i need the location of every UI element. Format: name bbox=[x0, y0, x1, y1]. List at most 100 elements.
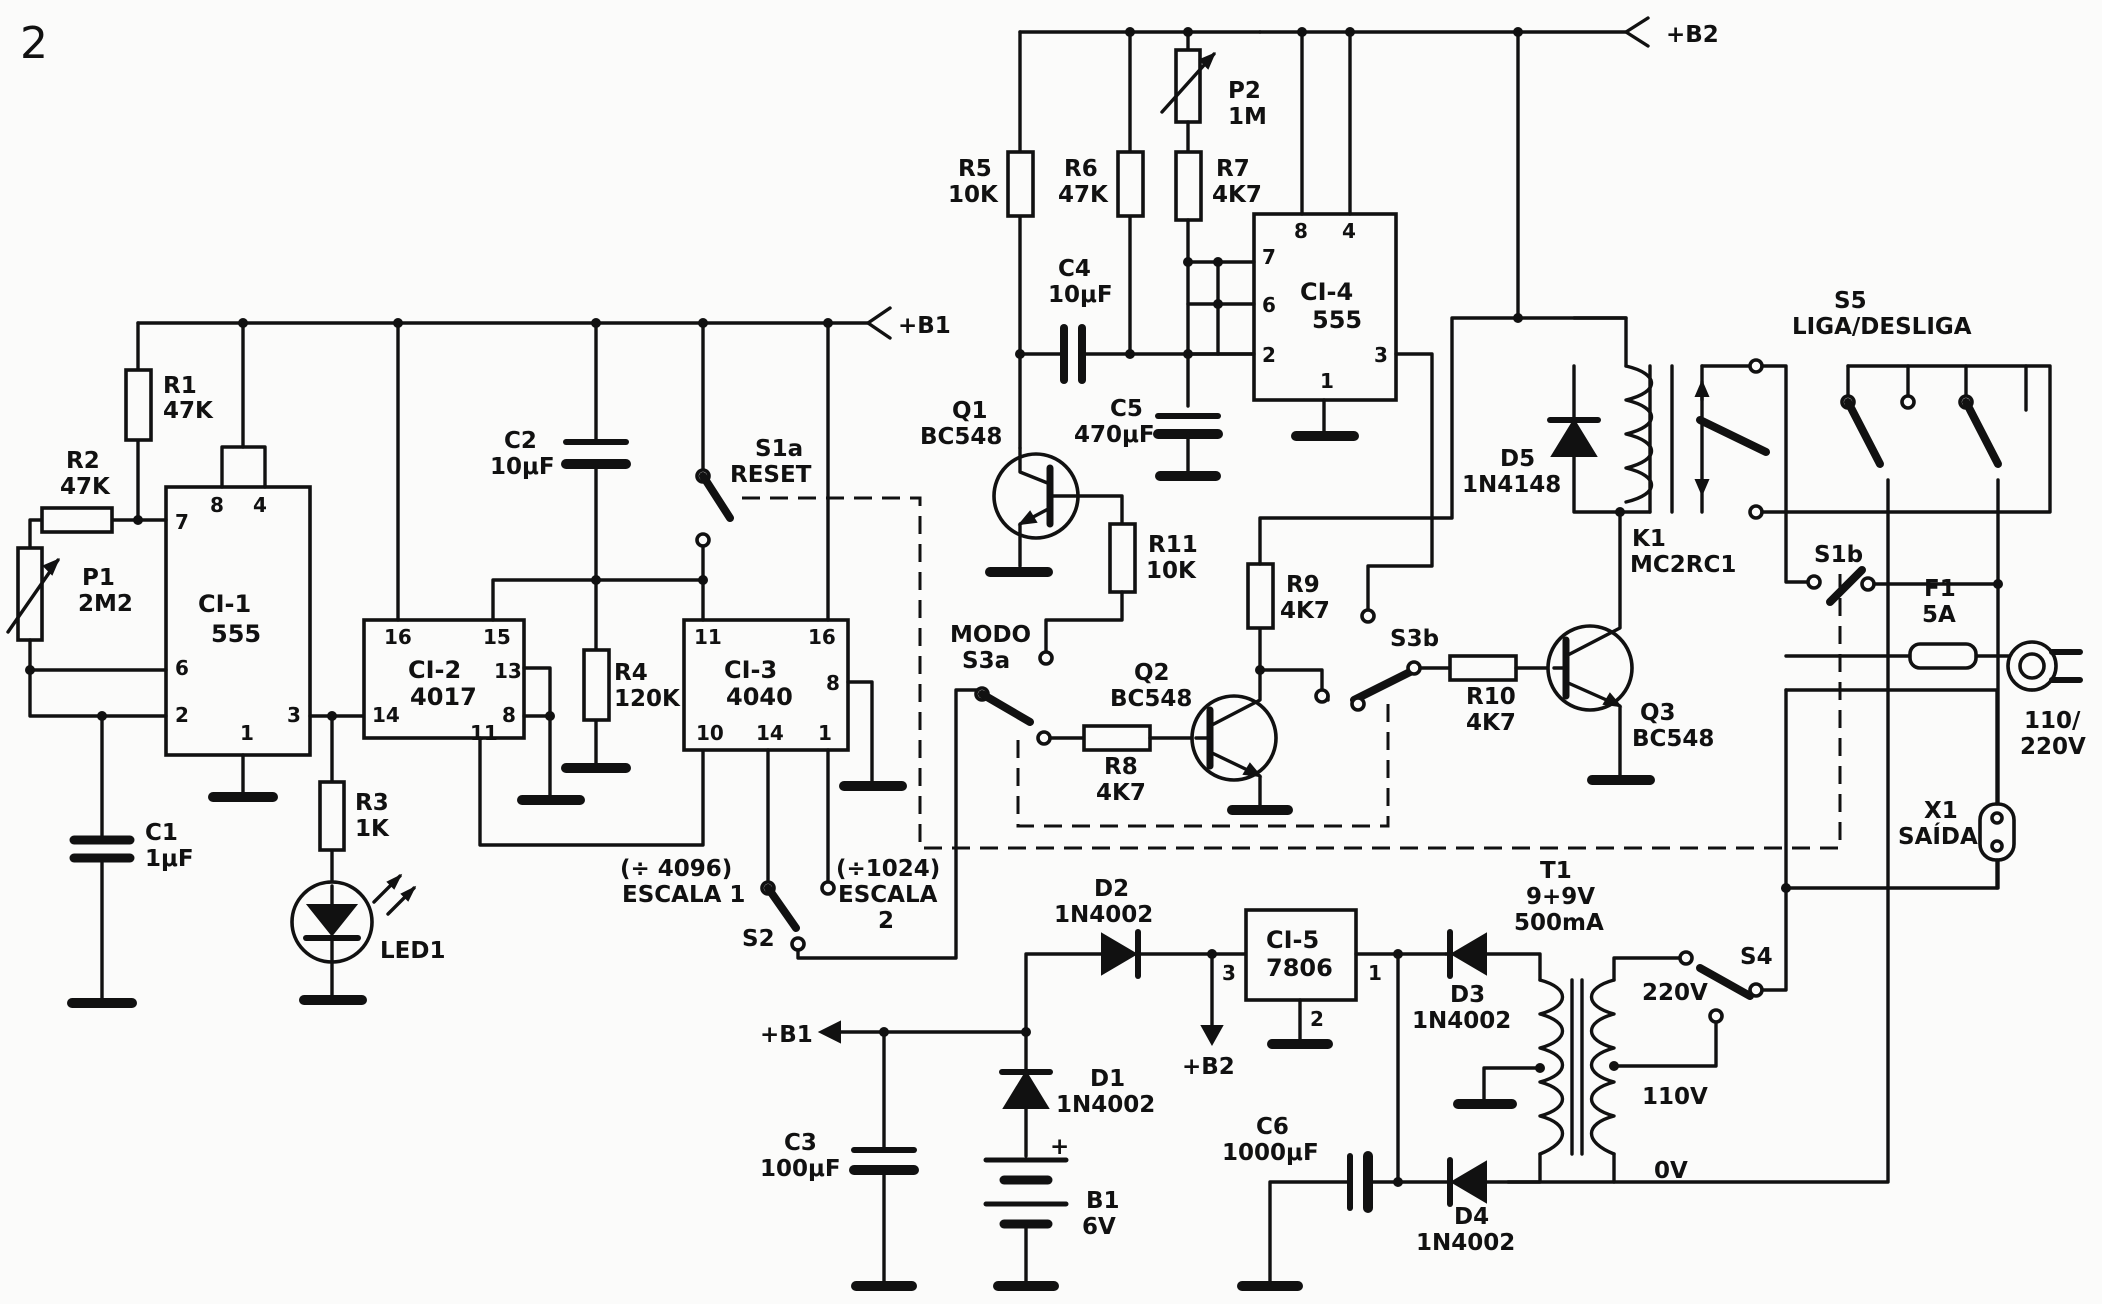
led1-ref: LED1 bbox=[380, 938, 445, 964]
r5-ref: R5 bbox=[958, 156, 992, 182]
p1-value: 2M2 bbox=[78, 591, 133, 617]
r1-value: 47K bbox=[163, 398, 214, 424]
r5-resistor: R5 10K bbox=[948, 30, 1035, 450]
b2-rail-label: +B2 bbox=[1666, 22, 1719, 48]
r2-ref: R2 bbox=[66, 448, 100, 474]
ci5-pin-1: 1 bbox=[1368, 961, 1382, 985]
t1-rating: 9+9V bbox=[1526, 884, 1595, 910]
ci5-pin-3: 3 bbox=[1222, 961, 1236, 985]
c6-capacitor: C6 1000μF bbox=[1222, 952, 1403, 1291]
r1-resistor: R1 47K bbox=[124, 321, 214, 525]
b2-supply-label: +B2 bbox=[1182, 1054, 1235, 1080]
mains-voltage: 220V bbox=[2020, 734, 2086, 760]
q2-ref: Q2 bbox=[1134, 660, 1170, 686]
r10-resistor: R10 4K7 bbox=[1448, 654, 1556, 736]
b1-supply-output: +B1 bbox=[760, 1020, 1031, 1048]
figure-number: 2 bbox=[20, 18, 48, 69]
s3b-switch: S3b bbox=[1314, 626, 1452, 712]
k1-ref: K1 bbox=[1632, 526, 1666, 552]
c2-capacitor: C2 10μF bbox=[490, 321, 631, 582]
c6-ref: C6 bbox=[1256, 1114, 1289, 1140]
x1-name: SAÍDA bbox=[1898, 822, 1978, 850]
r3-ref: R3 bbox=[355, 790, 389, 816]
ci1-pin-1: 1 bbox=[240, 721, 254, 745]
s4-110v-label: 110V bbox=[1642, 1084, 1708, 1110]
s1b-ref: S1b bbox=[1814, 542, 1863, 568]
ci5-regulator: CI-5 7806 3 1 2 bbox=[1222, 908, 1448, 1049]
ci1-pin-2: 2 bbox=[175, 703, 189, 727]
t1-current: 500mA bbox=[1514, 910, 1604, 936]
c2-ref: C2 bbox=[504, 428, 537, 454]
r5-value: 10K bbox=[948, 182, 999, 208]
s1b-switch: S1b bbox=[1784, 510, 2003, 606]
p2-value: 1M bbox=[1228, 104, 1267, 130]
s4-ref: S4 bbox=[1740, 944, 1773, 970]
r10-ref: R10 bbox=[1466, 684, 1516, 710]
ci1-pin-8: 8 bbox=[210, 493, 224, 517]
c3-capacitor: C3 100μF bbox=[760, 1030, 919, 1291]
f1-fuse: F1 5A bbox=[1784, 576, 2018, 670]
r7-ref: R7 bbox=[1216, 156, 1250, 182]
c6-value: 1000μF bbox=[1222, 1140, 1319, 1166]
q1-ref: Q1 bbox=[952, 398, 988, 424]
d5-ref: D5 bbox=[1500, 446, 1535, 472]
c4-ref: C4 bbox=[1058, 256, 1091, 282]
c1-ref: C1 bbox=[145, 820, 178, 846]
switch-mechanical-link bbox=[742, 496, 1842, 850]
ci2-name: CI-2 bbox=[408, 656, 461, 684]
c1-value: 1μF bbox=[145, 846, 194, 872]
ci4-pin-8: 8 bbox=[1294, 219, 1308, 243]
r6-ref: R6 bbox=[1064, 156, 1098, 182]
ci1-part: 555 bbox=[211, 620, 261, 648]
ci5-part: 7806 bbox=[1266, 954, 1333, 982]
r3-led-branch: R3 1K LED1 bbox=[290, 714, 445, 1005]
r9-ref: R9 bbox=[1286, 572, 1320, 598]
r9-value: 4K7 bbox=[1280, 598, 1330, 624]
q2-part: BC548 bbox=[1110, 686, 1192, 712]
ci1-pin-4: 4 bbox=[253, 493, 267, 517]
s2-pos2-number: 2 bbox=[878, 908, 894, 934]
b2-supply-output: +B2 bbox=[1182, 952, 1235, 1080]
ci2-pin-15: 15 bbox=[483, 625, 511, 649]
p1-ref: P1 bbox=[82, 565, 115, 591]
d1-diode: D1 1N4002 bbox=[999, 1030, 1155, 1158]
x1-ref: X1 bbox=[1924, 798, 1958, 824]
mains-plug: 110/ 220V bbox=[2006, 640, 2086, 760]
q3-ref: Q3 bbox=[1640, 700, 1676, 726]
p2-ref: P2 bbox=[1228, 78, 1261, 104]
b1-polarity: + bbox=[1050, 1134, 1069, 1160]
s3b-ref: S3b bbox=[1390, 626, 1439, 652]
t1-transformer: T1 9+9V 500mA 220V 110V 0V bbox=[1453, 858, 1718, 1184]
ci4-pin-6: 6 bbox=[1262, 293, 1276, 317]
b1-supply-label: +B1 bbox=[760, 1022, 813, 1048]
ci2-pin-16: 16 bbox=[384, 625, 412, 649]
p1-potentiometer: P1 2M2 bbox=[6, 546, 168, 721]
p2-potentiometer: P2 1M bbox=[1160, 30, 1267, 154]
c1-capacitor: C1 1μF bbox=[67, 714, 194, 1008]
ci2-pin-13: 13 bbox=[494, 659, 522, 683]
r11-ref: R11 bbox=[1148, 532, 1198, 558]
ci4-pin-1: 1 bbox=[1320, 369, 1334, 393]
ci4-pin-7: 7 bbox=[1262, 245, 1276, 269]
ci4-pin-3: 3 bbox=[1374, 343, 1388, 367]
b1-value: 6V bbox=[1082, 1214, 1116, 1240]
r8-value: 4K7 bbox=[1096, 780, 1146, 806]
d5-part: 1N4148 bbox=[1462, 472, 1561, 498]
b1-rail-label: +B1 bbox=[898, 313, 951, 339]
ci2-pin-8: 8 bbox=[502, 703, 516, 727]
ci1-timer: CI-1 555 7 8 4 6 2 1 3 bbox=[164, 321, 312, 802]
d3-part: 1N4002 bbox=[1412, 1008, 1511, 1034]
ci3-counter: CI-3 4040 11 16 8 10 14 1 bbox=[682, 321, 907, 884]
r3-value: 1K bbox=[355, 816, 390, 842]
r8-resistor: R8 4K7 bbox=[1082, 724, 1198, 806]
r6-resistor: R6 47K bbox=[1058, 30, 1145, 359]
ci3-pin-14: 14 bbox=[756, 721, 784, 745]
ci3-pin-8: 8 bbox=[826, 671, 840, 695]
k1-contacts bbox=[1694, 358, 1788, 520]
r10-value: 4K7 bbox=[1466, 710, 1516, 736]
s2-ref: S2 bbox=[742, 926, 775, 952]
ci3-part: 4040 bbox=[726, 683, 793, 711]
ci3-pin-16: 16 bbox=[808, 625, 836, 649]
ci3-pin-11: 11 bbox=[694, 625, 722, 649]
